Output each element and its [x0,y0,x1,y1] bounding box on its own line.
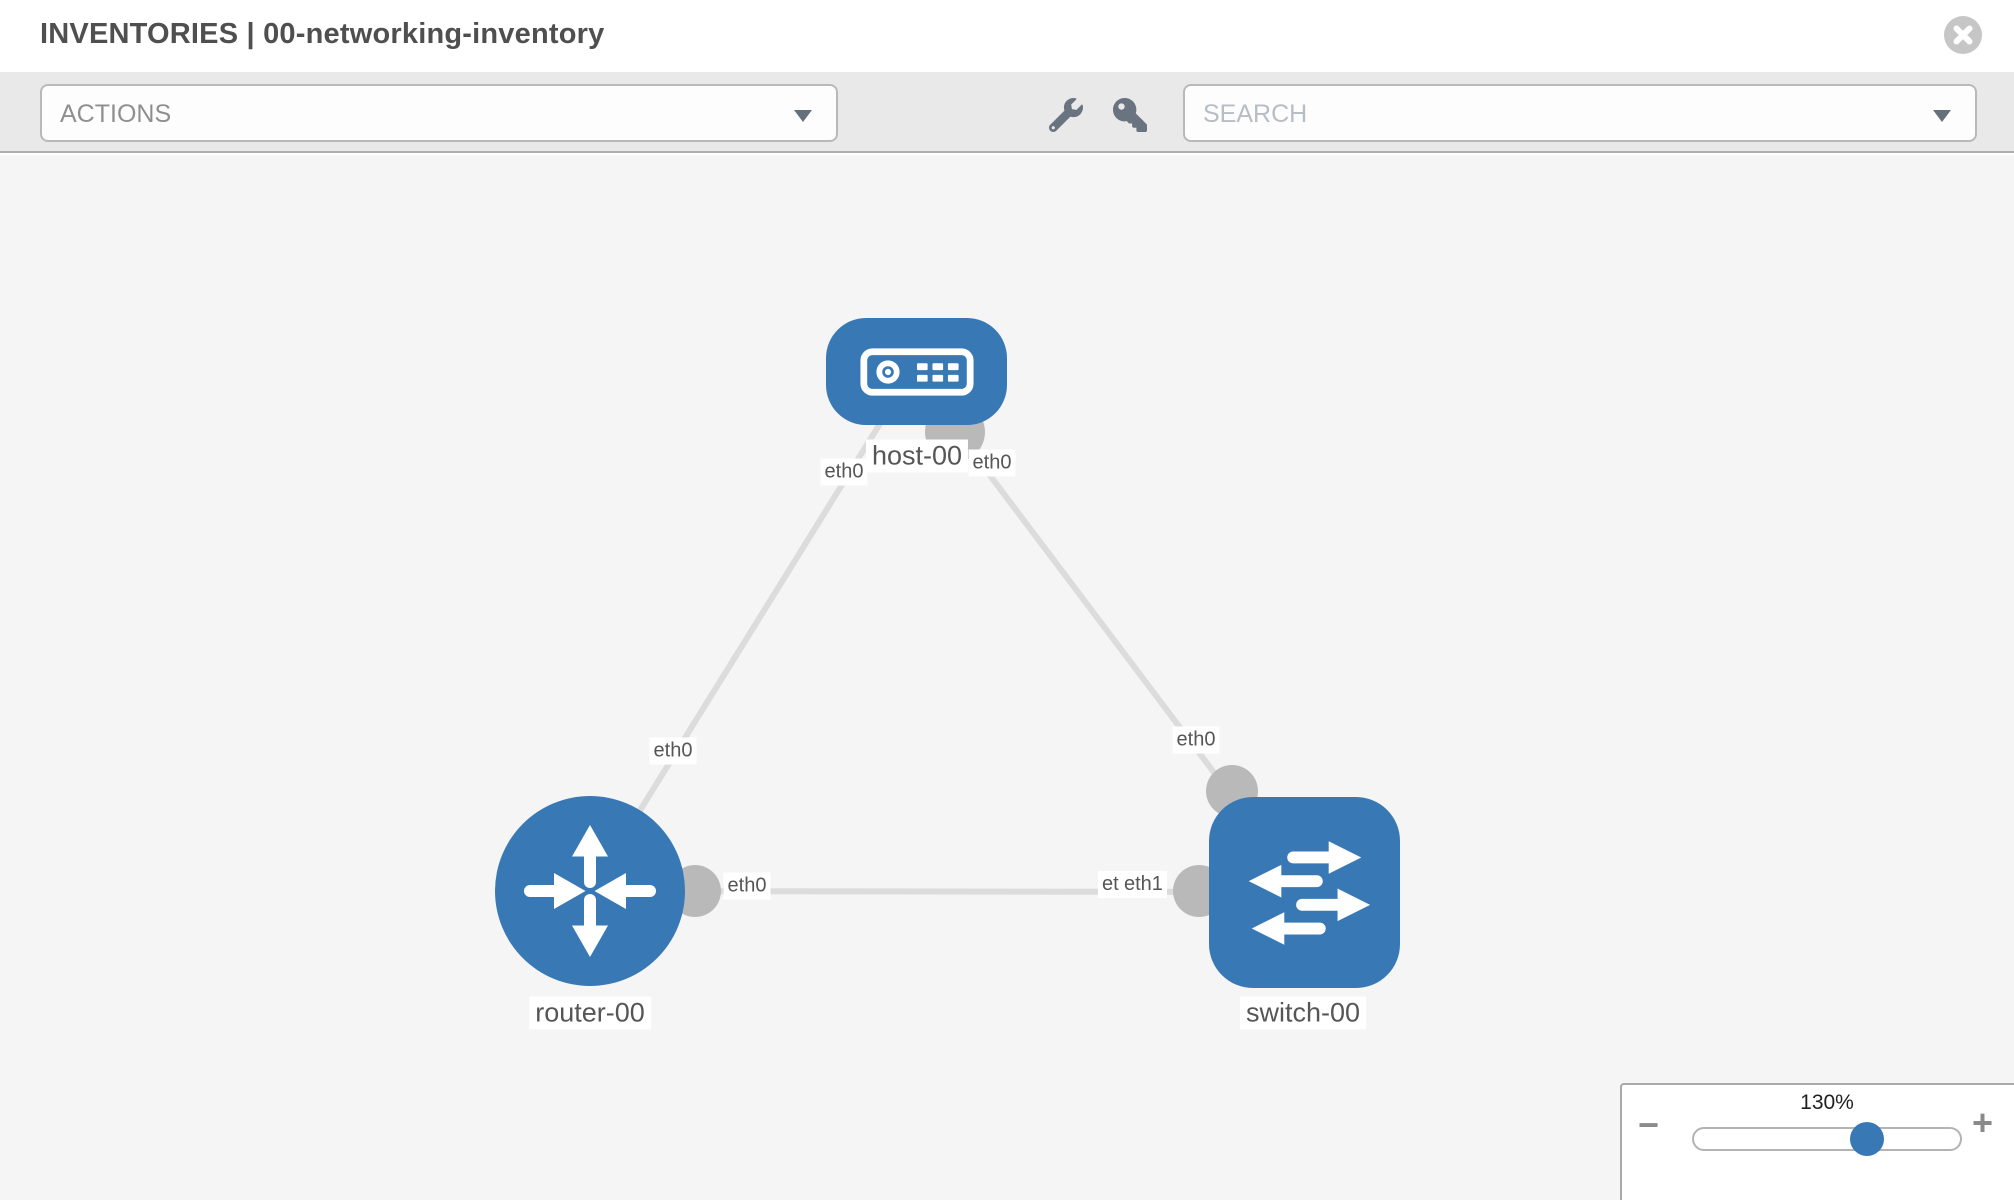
host-icon [859,343,975,401]
node-label-router: router-00 [529,996,651,1030]
interface-label-switch-eth0-top: eth0 [1172,726,1220,754]
topology-canvas[interactable]: host-00 router-00 switch-00 eth0 eth0 et… [0,155,2014,1200]
actions-dropdown[interactable]: ACTIONS [40,84,838,142]
page-title: INVENTORIES | 00-networking-inventory [40,18,605,50]
search-dropdown[interactable]: SEARCH [1183,84,1977,142]
switch-icon [1231,819,1379,967]
zoom-slider-track[interactable] [1692,1122,1962,1156]
close-icon [1944,16,1982,57]
actions-dropdown-label: ACTIONS [60,100,172,128]
node-label-host: host-00 [865,439,969,473]
router-icon [515,816,665,966]
node-label-switch: switch-00 [1239,996,1367,1030]
configure-button[interactable] [1046,96,1086,136]
credentials-button[interactable] [1110,96,1150,136]
close-button[interactable] [1944,16,1982,54]
interface-label-switch-eth1: eth1 [1120,871,1167,898]
interface-label-router-eth0-right: eth0 [723,872,771,900]
zoom-out-button[interactable]: − [1638,1104,1660,1145]
zoom-slider-knob[interactable] [1850,1122,1884,1156]
wrench-icon [1048,97,1083,135]
key-icon [1112,97,1148,135]
toolbar: ACTIONS SEARCH [0,72,2014,153]
interface-label-host-eth0-left: eth0 [820,458,868,486]
page-header: INVENTORIES | 00-networking-inventory [0,0,2014,72]
topology-links-layer [587,370,1307,917]
search-dropdown-label: SEARCH [1203,100,1308,128]
zoom-in-button[interactable]: + [1972,1102,1994,1143]
node-host-00[interactable] [826,318,1007,425]
switch-icon-node[interactable] [1209,797,1400,988]
node-router-00[interactable] [495,796,685,986]
zoom-level-label: 130% [1800,1091,1854,1114]
zoom-panel: 130% − + [1620,1083,2014,1200]
interface-label-host-eth0-right: eth0 [968,449,1016,477]
interface-label-router-eth0-top: eth0 [649,737,697,765]
chevron-down-icon [794,110,812,122]
chevron-down-icon [1933,110,1951,122]
